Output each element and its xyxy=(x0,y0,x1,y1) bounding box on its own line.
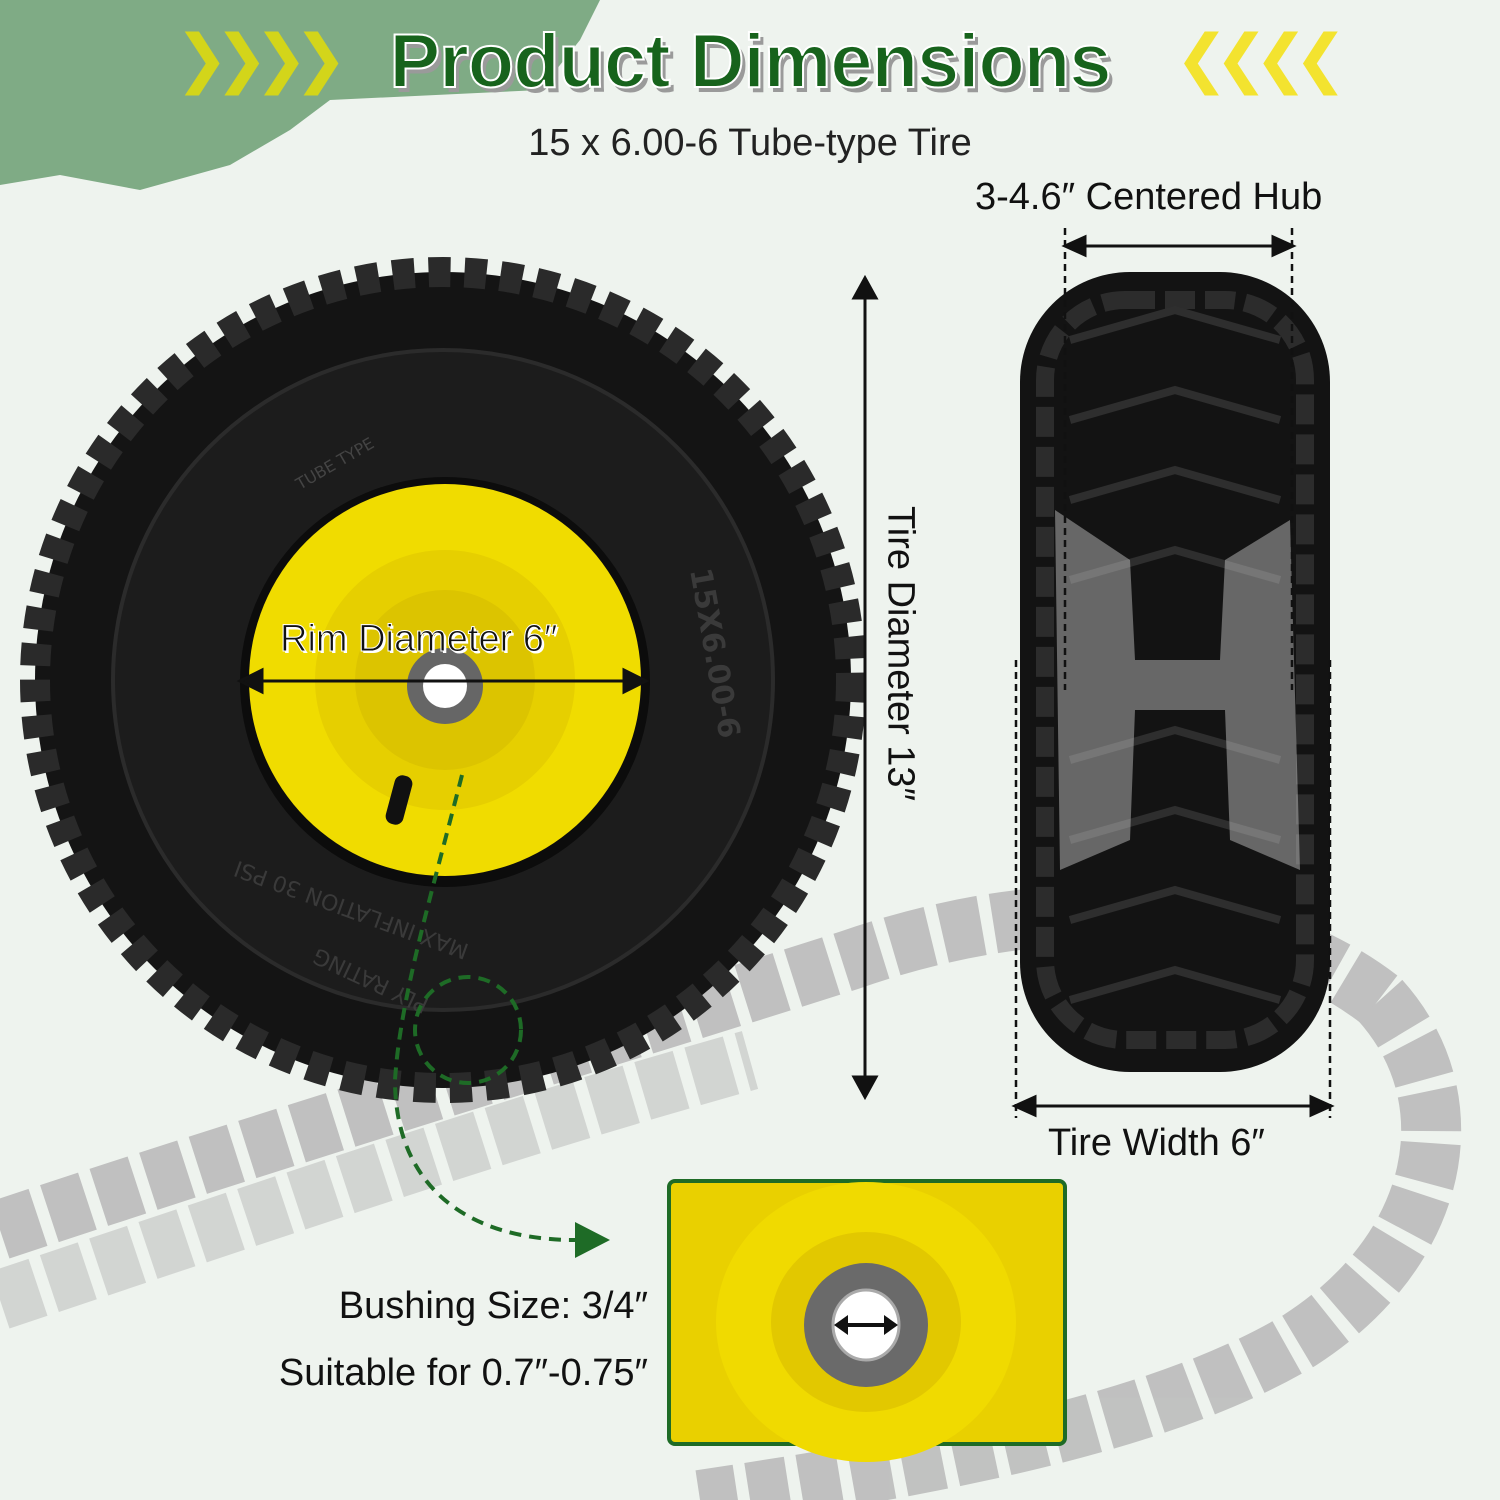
callout-dashed-arrow xyxy=(392,774,576,1242)
rim-diameter-label: Rim Diameter 6″ xyxy=(279,618,558,661)
chevrons-right-icon: ❮❮❮❮ xyxy=(1175,22,1347,96)
tire-width-label: Tire Width 6″ xyxy=(1048,1122,1265,1164)
bushing-size-label: Bushing Size: 3/4″ xyxy=(338,1285,648,1327)
bushing-callout-circle xyxy=(413,975,523,1085)
bushing-closeup-image xyxy=(667,1179,1067,1462)
tire-diameter-label: Tire Diameter 13″ xyxy=(879,505,922,802)
side-tire-image xyxy=(1020,272,1330,1072)
chevrons-left-icon: ❯❯❯❯ xyxy=(175,22,347,96)
page-title: Product Dimensions xyxy=(389,18,1113,105)
centered-hub-label: 3-4.6″ Centered Hub xyxy=(975,176,1323,218)
green-banner-shape xyxy=(0,0,600,190)
bushing-fit-label: Suitable for 0.7″-0.75″ xyxy=(278,1352,648,1394)
subtitle: 15 x 6.00-6 Tube-type Tire xyxy=(528,122,972,164)
